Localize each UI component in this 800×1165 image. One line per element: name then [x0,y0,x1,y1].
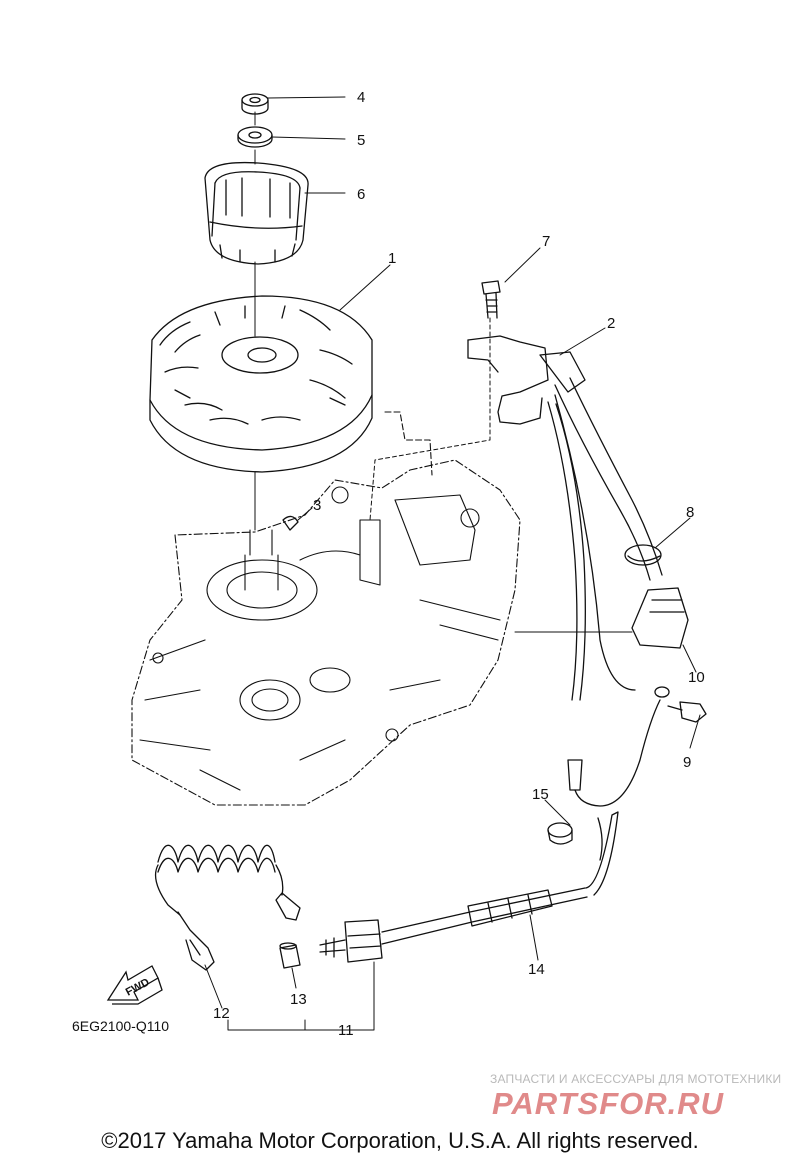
flywheel-part[interactable] [149,295,373,473]
grommet-part[interactable] [624,544,662,566]
fwd-arrow-icon: FWD [106,965,163,1005]
washer-part[interactable] [237,126,273,148]
parts-diagram: FWD 4 5 6 1 7 2 3 8 10 9 15 14 12 13 11 [106,89,707,1039]
callout-15: 15 [532,786,549,803]
callout-10: 10 [688,669,705,686]
starter-pulley-part[interactable] [204,161,309,265]
leader-lines [204,96,701,1031]
callout-9: 9 [683,754,691,771]
callout-5: 5 [357,132,365,149]
woodruff-key-part[interactable] [282,515,299,531]
callout-7: 7 [542,233,550,250]
engine-block-outline [131,411,521,806]
diagram-code: 6EG2100-Q110 [72,1018,170,1034]
callout-8: 8 [686,504,694,521]
clamp-part[interactable] [547,699,661,845]
logo-text: PARTSFOR.RU [492,1086,725,1120]
partsfor-logo: PARTSFOR.RU [492,1086,725,1120]
callout-12: 12 [213,1005,230,1022]
stop-switch-part[interactable] [319,919,383,963]
bolt-part[interactable] [481,280,501,319]
callout-14: 14 [528,961,545,978]
callout-3: 3 [313,497,321,514]
callout-numbers: 4 5 6 1 7 2 3 8 10 9 15 14 12 13 11 [213,89,705,1039]
nut-part[interactable] [241,93,269,115]
lock-plate-part[interactable] [279,942,301,969]
ground-bolt-part[interactable] [654,686,707,723]
callout-4: 4 [357,89,365,106]
copyright-notice: ©2017 Yamaha Motor Corporation, U.S.A. A… [101,1128,699,1153]
callout-2: 2 [607,315,615,332]
watermark-tagline: ЗАПЧАСТИ И АКСЕССУАРЫ ДЛЯ МОТОТЕХНИКИ [490,1072,782,1086]
callout-6: 6 [357,186,365,203]
switch-lead-part[interactable] [381,811,619,945]
callout-1: 1 [388,250,396,267]
lanyard-part[interactable] [154,844,301,971]
ignition-coil-part[interactable] [467,335,663,701]
callout-11: 11 [338,1022,354,1039]
callout-13: 13 [290,991,307,1008]
plug-cap-part[interactable] [631,587,689,649]
